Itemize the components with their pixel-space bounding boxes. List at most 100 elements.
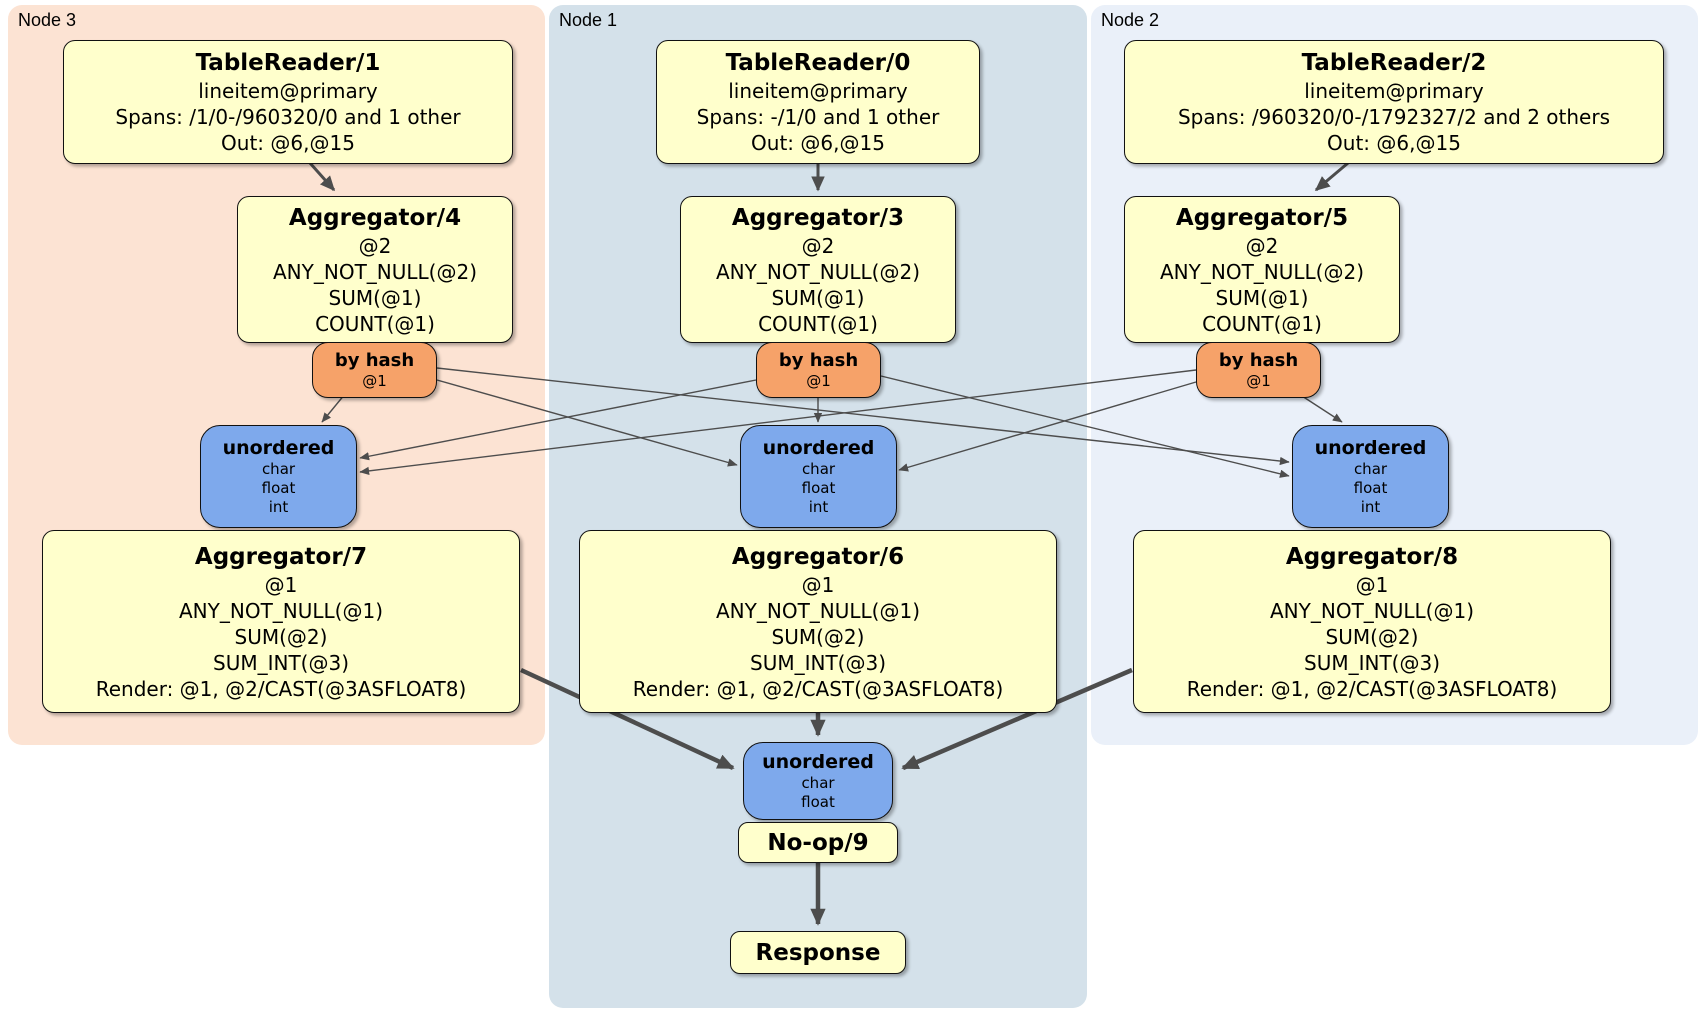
- sync-line: char: [801, 460, 836, 478]
- processor-line: lineitem@primary: [728, 79, 908, 103]
- edge-hash2-un2: [1301, 395, 1343, 423]
- router-line: @1: [362, 371, 387, 390]
- processor-line: ANY_NOT_NULL(@1): [1270, 598, 1474, 623]
- edge-tr1-agg4: [308, 162, 336, 192]
- router-by-hash-node2: by hash @1: [1196, 342, 1321, 398]
- edge-hash2-un1: [898, 381, 1197, 472]
- processor-aggregator-8: Aggregator/8 @1 ANY_NOT_NULL(@1) SUM(@2)…: [1133, 530, 1611, 713]
- processor-aggregator-7: Aggregator/7 @1 ANY_NOT_NULL(@1) SUM(@2)…: [42, 530, 520, 713]
- sync-title: unordered: [762, 437, 875, 459]
- processor-title: Aggregator/8: [1285, 543, 1459, 570]
- processor-title: Aggregator/7: [194, 543, 368, 570]
- processor-title: TableReader/1: [195, 50, 381, 76]
- sync-line: int: [268, 498, 289, 516]
- sync-line: int: [808, 498, 829, 516]
- processor-title: TableReader/2: [1301, 50, 1487, 76]
- sync-title: unordered: [1314, 437, 1427, 459]
- processor-aggregator-4: Aggregator/4 @2 ANY_NOT_NULL(@2) SUM(@1)…: [237, 196, 513, 343]
- processor-line: COUNT(@1): [315, 311, 435, 336]
- sync-unordered-final: unordered char float: [743, 742, 893, 820]
- processor-title: Aggregator/6: [731, 543, 905, 570]
- processor-line: Render: @1, @2/CAST(@3ASFLOAT8): [95, 676, 467, 701]
- processor-line: @1: [801, 572, 835, 597]
- processor-line: @2: [358, 233, 392, 258]
- edge-hash3-un3: [321, 393, 346, 423]
- processor-line: Spans: -/1/0 and 1 other: [696, 105, 940, 129]
- processor-line: Render: @1, @2/CAST(@3ASFLOAT8): [632, 676, 1004, 701]
- processor-line: SUM(@1): [771, 285, 865, 310]
- processor-line: @1: [264, 572, 298, 597]
- router-title: by hash: [334, 349, 415, 371]
- sync-line: float: [261, 479, 296, 497]
- processor-noop-9: No-op/9: [738, 822, 898, 863]
- processor-line: SUM(@1): [328, 285, 422, 310]
- processor-line: SUM(@1): [1215, 285, 1309, 310]
- processor-title: Aggregator/5: [1175, 204, 1349, 231]
- processor-aggregator-6: Aggregator/6 @1 ANY_NOT_NULL(@1) SUM(@2)…: [579, 530, 1057, 713]
- sync-title: unordered: [762, 751, 874, 773]
- processor-line: Spans: /960320/0-/1792327/2 and 2 others: [1177, 105, 1610, 129]
- processor-line: Out: @6,@15: [1327, 131, 1461, 155]
- processor-title: No-op/9: [767, 829, 869, 856]
- processor-line: ANY_NOT_NULL(@2): [273, 259, 477, 284]
- processor-title: Response: [755, 939, 881, 966]
- sync-line: float: [801, 793, 835, 811]
- router-line: @1: [806, 371, 831, 390]
- processor-title: Aggregator/3: [731, 204, 905, 231]
- router-by-hash-node1: by hash @1: [756, 342, 881, 398]
- processor-line: ANY_NOT_NULL(@2): [716, 259, 920, 284]
- edge-agg8-unfinal: [901, 667, 1133, 771]
- processor-tablereader-1: TableReader/1 lineitem@primary Spans: /1…: [63, 40, 513, 164]
- processor-line: Spans: /1/0-/960320/0 and 1 other: [115, 105, 461, 129]
- node1-label: Node 1: [559, 10, 618, 30]
- processor-line: lineitem@primary: [1304, 79, 1484, 103]
- router-title: by hash: [1218, 349, 1299, 371]
- processor-line: @1: [1355, 572, 1389, 597]
- edge-hash1-un2: [880, 375, 1290, 478]
- edge-hash2-un3: [359, 369, 1197, 476]
- edge-hash3-un2: [436, 367, 1290, 466]
- edge-tr2-agg5: [1314, 161, 1349, 192]
- processor-response: Response: [730, 931, 906, 974]
- processor-line: SUM(@2): [234, 624, 328, 649]
- router-title: by hash: [778, 349, 859, 371]
- sync-unordered-node3: unordered char float int: [200, 425, 357, 528]
- sync-line: char: [1353, 460, 1388, 478]
- processor-line: lineitem@primary: [198, 79, 378, 103]
- sync-title: unordered: [222, 437, 335, 459]
- sync-line: int: [1360, 498, 1381, 516]
- edge-hash3-un1: [436, 379, 738, 467]
- processor-line: SUM_INT(@3): [750, 650, 886, 675]
- processor-tablereader-0: TableReader/0 lineitem@primary Spans: -/…: [656, 40, 980, 164]
- processor-aggregator-3: Aggregator/3 @2 ANY_NOT_NULL(@2) SUM(@1)…: [680, 196, 956, 343]
- processor-title: Aggregator/4: [288, 204, 462, 231]
- processor-line: SUM(@2): [1325, 624, 1419, 649]
- processor-line: @2: [801, 233, 835, 258]
- sync-unordered-node1: unordered char float int: [740, 425, 897, 528]
- processor-tablereader-2: TableReader/2 lineitem@primary Spans: /9…: [1124, 40, 1664, 164]
- sync-unordered-node2: unordered char float int: [1292, 425, 1449, 528]
- sync-line: float: [1353, 479, 1388, 497]
- edge-hash1-un3: [359, 379, 757, 461]
- node2-label: Node 2: [1101, 10, 1160, 30]
- processor-title: TableReader/0: [725, 50, 911, 76]
- sync-line: char: [261, 460, 296, 478]
- sync-line: char: [801, 774, 835, 792]
- node3-label: Node 3: [18, 10, 77, 30]
- sync-line: float: [801, 479, 836, 497]
- processor-line: SUM(@2): [771, 624, 865, 649]
- processor-line: Out: @6,@15: [751, 131, 885, 155]
- processor-line: SUM_INT(@3): [213, 650, 349, 675]
- processor-line: @2: [1245, 233, 1279, 258]
- processor-line: Out: @6,@15: [221, 131, 355, 155]
- edge-agg7-unfinal: [520, 667, 735, 771]
- processor-line: SUM_INT(@3): [1304, 650, 1440, 675]
- processor-line: Render: @1, @2/CAST(@3ASFLOAT8): [1186, 676, 1558, 701]
- processor-line: ANY_NOT_NULL(@2): [1160, 259, 1364, 284]
- router-line: @1: [1246, 371, 1271, 390]
- processor-line: ANY_NOT_NULL(@1): [179, 598, 383, 623]
- processor-line: COUNT(@1): [1202, 311, 1322, 336]
- router-by-hash-node3: by hash @1: [312, 342, 437, 398]
